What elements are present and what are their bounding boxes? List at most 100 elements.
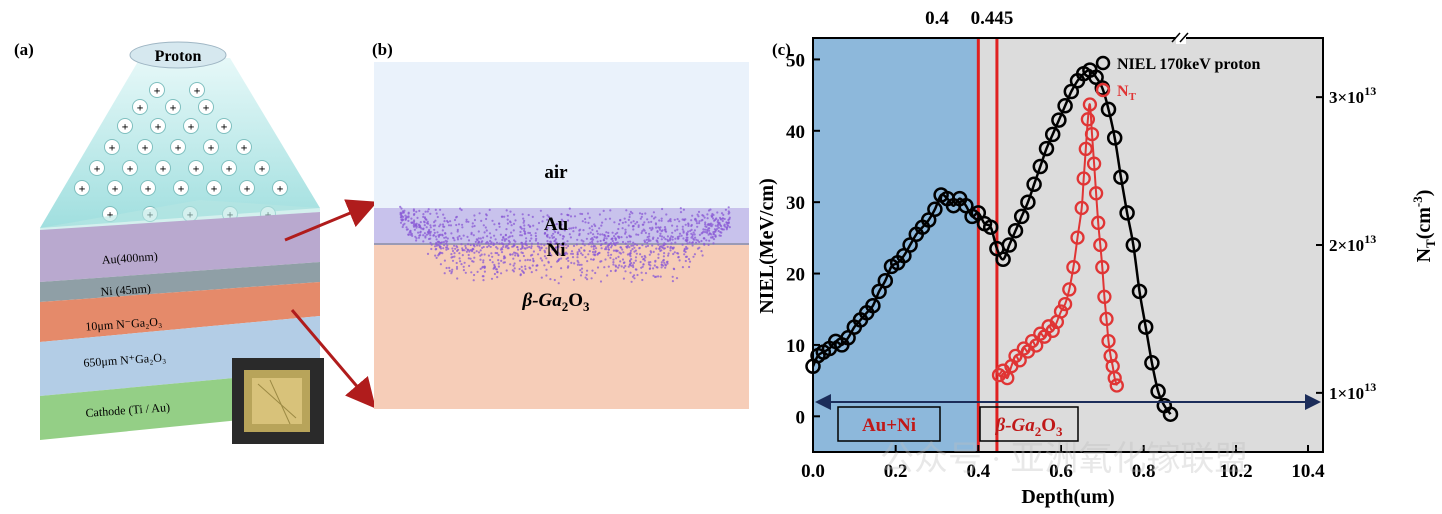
damage-dot — [685, 233, 689, 236]
damage-dot — [524, 267, 527, 271]
x-axis-label: Depth(um) — [1021, 486, 1114, 508]
y-tick-label: 40 — [786, 122, 805, 143]
damage-dot — [583, 244, 586, 247]
damage-dot — [511, 245, 514, 248]
damage-dot — [652, 250, 655, 253]
damage-dot — [567, 219, 570, 222]
damage-dot — [473, 251, 476, 254]
damage-dot — [487, 242, 490, 245]
proton-plus-sign: + — [226, 162, 233, 176]
damage-dot — [499, 233, 502, 236]
damage-dot — [607, 243, 611, 246]
damage-dot — [526, 246, 529, 249]
damage-dot — [611, 231, 614, 234]
proton-source-label: Proton — [155, 48, 202, 65]
damage-dot — [430, 243, 433, 246]
damage-dot — [664, 266, 667, 269]
legend-niel-marker — [1095, 55, 1111, 71]
damage-dot — [555, 246, 558, 249]
damage-dot — [488, 232, 492, 235]
device-photo — [232, 358, 324, 444]
damage-dot — [609, 209, 612, 212]
damage-dot — [427, 208, 430, 211]
damage-dot — [452, 236, 455, 239]
damage-dot — [585, 273, 588, 276]
damage-dot — [679, 211, 683, 214]
damage-dot — [581, 242, 584, 245]
proton-plus-sign: + — [241, 141, 248, 155]
damage-dot — [455, 223, 458, 227]
damage-dot — [671, 235, 674, 239]
damage-dot — [634, 268, 637, 271]
damage-dot — [721, 217, 725, 220]
damage-dot — [419, 231, 422, 234]
damage-dot — [659, 234, 662, 237]
damage-dot — [399, 213, 402, 216]
damage-dot — [433, 231, 436, 234]
proton-plus-sign: + — [142, 141, 149, 155]
damage-dot — [565, 246, 568, 249]
damage-dot — [692, 231, 695, 234]
damage-dot — [547, 260, 550, 263]
damage-dot — [439, 208, 442, 211]
y-tick-label: 50 — [786, 50, 805, 71]
damage-dot — [691, 244, 694, 247]
damage-dot — [493, 223, 496, 226]
damage-dot — [627, 218, 630, 221]
damage-dot — [422, 227, 425, 230]
damage-dot — [602, 209, 605, 212]
damage-dot — [720, 227, 723, 230]
proton-plus-sign: + — [277, 182, 284, 196]
damage-dot — [493, 243, 496, 246]
damage-dot — [625, 236, 629, 239]
nt-point — [1070, 230, 1085, 245]
niel-point — [1144, 355, 1160, 371]
damage-dot — [581, 220, 584, 223]
damage-dot — [584, 221, 587, 224]
damage-dot — [684, 259, 687, 263]
damage-dot — [467, 220, 470, 223]
proton-particle — [165, 99, 181, 115]
damage-dot — [399, 205, 402, 208]
niel-point — [982, 219, 999, 235]
damage-dot — [712, 242, 715, 245]
damage-dot — [413, 220, 416, 223]
damage-dot — [429, 237, 432, 240]
damage-dot — [481, 246, 484, 249]
damage-dot — [551, 248, 554, 251]
damage-dot — [407, 215, 410, 218]
damage-dot — [523, 227, 526, 230]
damage-dot — [539, 249, 542, 252]
damage-dot — [524, 247, 527, 250]
damage-dot — [553, 240, 556, 243]
damage-dot — [604, 235, 607, 238]
damage-dot — [423, 216, 426, 219]
damage-dot — [637, 225, 640, 228]
nt-point — [1057, 296, 1073, 312]
damage-dot — [693, 229, 697, 232]
damage-dot — [527, 213, 530, 217]
damage-dot — [534, 232, 537, 235]
damage-dot — [493, 234, 496, 237]
damage-dot — [491, 219, 494, 222]
damage-dot — [553, 227, 557, 230]
damage-dot — [610, 253, 613, 256]
damage-dot — [693, 233, 696, 236]
damage-dot — [466, 235, 469, 238]
au-label: Au — [544, 214, 569, 235]
damage-dot — [619, 260, 622, 263]
damage-dot — [637, 233, 640, 236]
damage-dot — [594, 271, 597, 275]
damage-dot — [678, 259, 681, 262]
damage-dot — [527, 231, 530, 234]
damage-dot — [632, 241, 635, 244]
damage-dot — [700, 232, 703, 235]
damage-dot — [667, 252, 670, 255]
damage-dot — [555, 252, 558, 255]
damage-dot — [402, 211, 405, 214]
damage-dot — [671, 231, 674, 234]
damage-dot — [528, 239, 532, 242]
damage-dot — [656, 266, 659, 269]
damage-dot — [528, 245, 531, 249]
damage-dot — [418, 234, 421, 237]
